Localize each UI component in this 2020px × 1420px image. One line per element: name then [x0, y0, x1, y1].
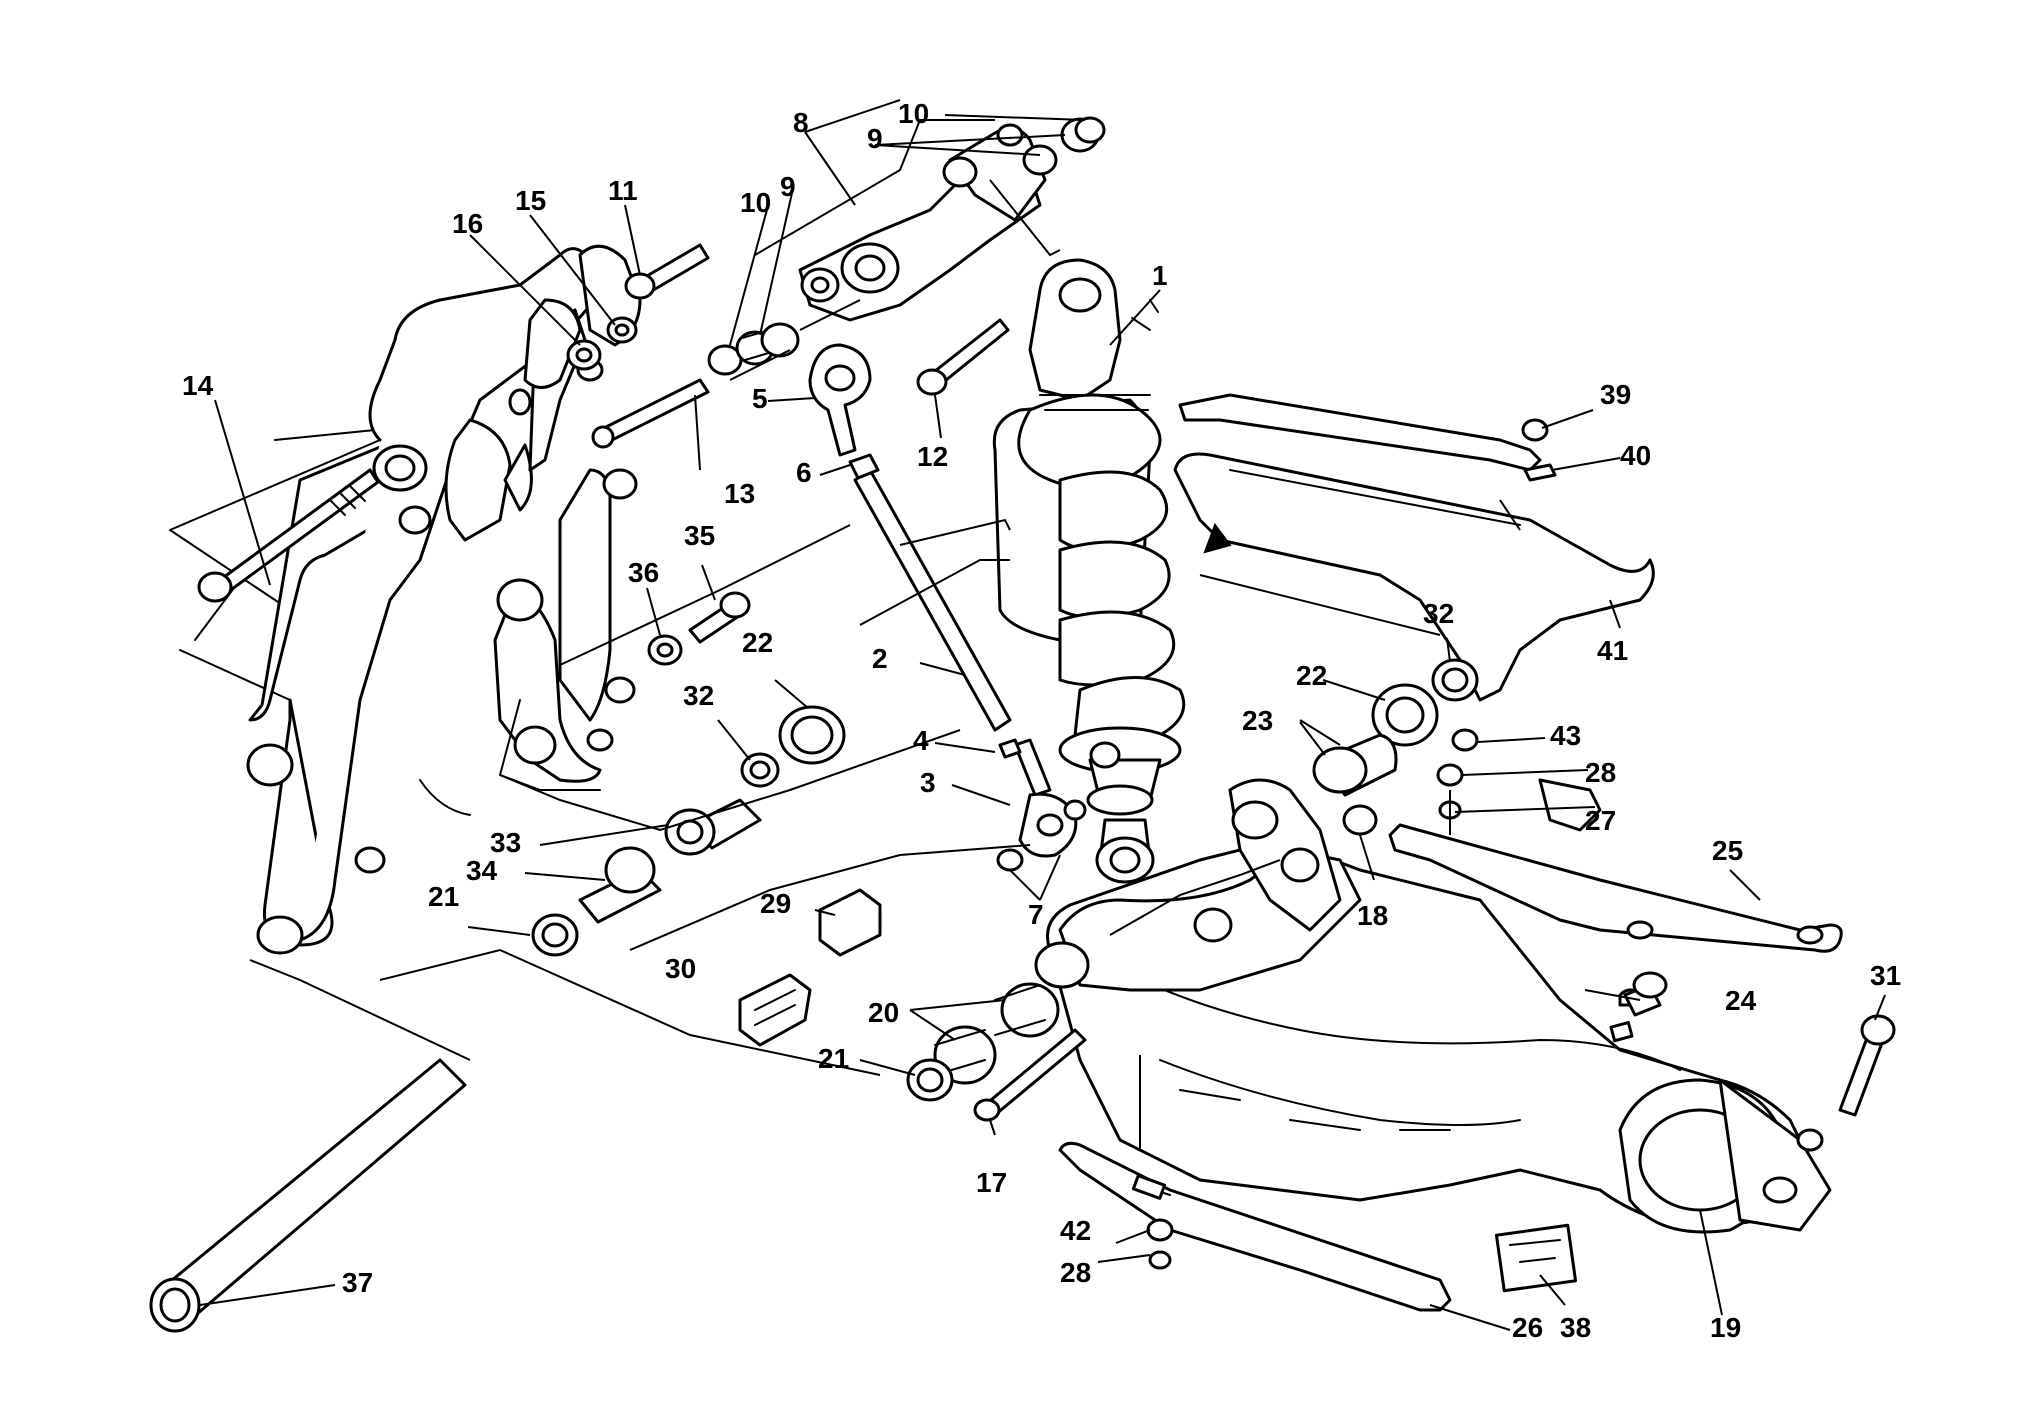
- assembly-lines: [249, 119, 1521, 1150]
- leader-lines: [199, 99, 1886, 1331]
- callout-12: 12: [917, 441, 948, 472]
- callout-10-top: 10: [898, 98, 929, 129]
- callout-28-lower: 28: [1060, 1257, 1091, 1288]
- callout-2: 2: [872, 643, 888, 674]
- callout-6: 6: [796, 457, 812, 488]
- callout-39: 39: [1600, 379, 1631, 410]
- callout-16: 16: [452, 208, 483, 239]
- callout-1: 1: [1152, 260, 1168, 291]
- callout-3: 3: [920, 767, 936, 798]
- callout-23: 23: [1242, 705, 1273, 736]
- callout-9-left: 9: [780, 171, 796, 202]
- callout-29: 29: [760, 888, 791, 919]
- callout-27: 27: [1585, 805, 1616, 836]
- callout-4: 4: [913, 725, 929, 756]
- tie-rod-assembly: [808, 343, 1087, 872]
- swingarm-guard: [1058, 1141, 1452, 1312]
- callout-33: 33: [490, 827, 521, 858]
- callout-32-left: 32: [683, 680, 714, 711]
- swingarm-section: [1034, 778, 1832, 1234]
- shaft: [149, 1058, 467, 1333]
- callout-35: 35: [684, 520, 715, 551]
- callout-9-right: 9: [867, 123, 883, 154]
- callout-13: 13: [724, 478, 755, 509]
- callout-5: 5: [752, 383, 768, 414]
- callout-19: 19: [1710, 1312, 1741, 1343]
- chain-guard: [1173, 393, 1655, 702]
- callout-15: 15: [515, 185, 546, 216]
- rocker-arm: [798, 123, 1047, 322]
- callout-34: 34: [466, 855, 498, 886]
- callout-7: 7: [1028, 899, 1044, 930]
- callout-17: 17: [976, 1167, 1007, 1198]
- chain-slider: [1388, 823, 1843, 953]
- callout-43: 43: [1550, 720, 1581, 751]
- callout-14: 14: [182, 370, 214, 401]
- callout-42: 42: [1060, 1215, 1091, 1246]
- callout-10-left: 10: [740, 187, 771, 218]
- callout-31: 31: [1870, 960, 1901, 991]
- callout-8: 8: [793, 107, 809, 138]
- callout-40: 40: [1620, 440, 1651, 471]
- pivot-bolt: [197, 468, 380, 603]
- callout-41: 41: [1597, 635, 1628, 666]
- frame-section: [169, 244, 642, 955]
- callout-25: 25: [1712, 835, 1743, 866]
- callout-20: 20: [868, 997, 899, 1028]
- callout-36: 36: [628, 557, 659, 588]
- callout-11: 11: [608, 175, 638, 206]
- callout-24: 24: [1725, 985, 1757, 1016]
- callout-21-right: 21: [818, 1043, 849, 1074]
- callout-18: 18: [1357, 900, 1388, 931]
- callout-38: 38: [1560, 1312, 1591, 1343]
- callout-22-right: 22: [1296, 660, 1327, 691]
- callout-37: 37: [342, 1267, 373, 1298]
- hardware-parts: [531, 116, 1896, 1293]
- callout-32-right: 32: [1423, 598, 1454, 629]
- callout-26: 26: [1512, 1312, 1543, 1343]
- shock-absorber: [992, 258, 1186, 884]
- callout-28-upper: 28: [1585, 757, 1616, 788]
- callout-21-left: 21: [428, 881, 459, 912]
- callout-numbers: 1 2 3 4 5 6 7 8 9 9 10 10 11 12 13 14 15…: [182, 98, 1901, 1343]
- callout-30: 30: [665, 953, 696, 984]
- callout-22-left: 22: [742, 627, 773, 658]
